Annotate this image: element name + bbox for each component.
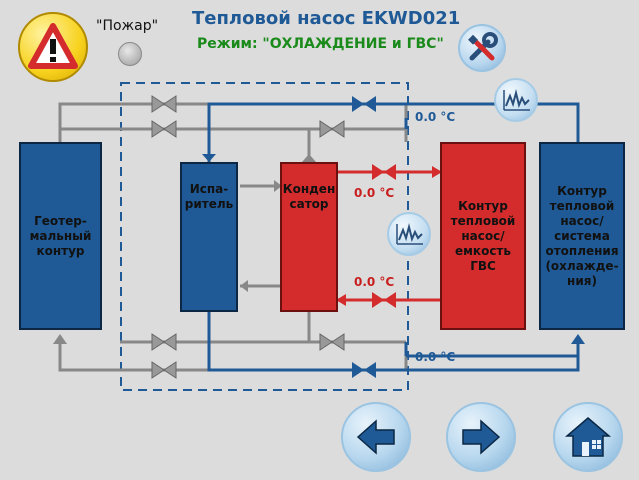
temp-condenser-bottom: 0.0 °C (354, 275, 395, 289)
geothermal-label: Геотер- мальный контур (29, 213, 92, 258)
temp-bottom-right: 0.0 °C (415, 350, 456, 364)
settings-button[interactable] (458, 24, 506, 72)
home-icon (564, 417, 612, 457)
arrow-left-icon (356, 419, 395, 455)
dhw-circuit-block: Контур тепловой насос/ емкость ГВС (440, 142, 526, 330)
mode-status: Режим: "ОХЛАЖДЕНИЕ и ГВС" (197, 36, 444, 52)
fire-indicator-lamp (118, 42, 142, 66)
warning-triangle-icon (28, 23, 78, 69)
arrow-right-icon (462, 419, 501, 455)
condenser-label: Конден сатор (282, 182, 336, 211)
chart-icon (396, 223, 423, 245)
forward-button[interactable] (446, 402, 516, 472)
heating-circuit-block: Контур тепловой насос/ система отопления… (539, 142, 625, 330)
tools-icon (468, 32, 498, 61)
heating-label: Контур тепловой насос/ система отопления… (545, 183, 619, 288)
dhw-label: Контур тепловой насос/ емкость ГВС (450, 198, 516, 273)
trend-chart-button-top[interactable] (494, 78, 538, 122)
condenser-block: Конден сатор (280, 162, 338, 312)
alarm-button[interactable] (18, 12, 88, 82)
geothermal-circuit-block: Геотер- мальный контур (19, 142, 102, 330)
fire-label: "Пожар" (96, 18, 159, 34)
trend-chart-button-middle[interactable] (387, 212, 431, 256)
evaporator-block: Испа- ритель (180, 162, 238, 312)
back-button[interactable] (341, 402, 411, 472)
temp-condenser-top: 0.0 °C (354, 186, 395, 200)
home-button[interactable] (553, 402, 623, 472)
evaporator-label: Испа- ритель (184, 182, 234, 211)
page-title: Тепловой насос EKWD021 (192, 8, 461, 29)
temp-top-right: 0.0 °C (415, 110, 456, 124)
chart-icon (503, 89, 530, 111)
